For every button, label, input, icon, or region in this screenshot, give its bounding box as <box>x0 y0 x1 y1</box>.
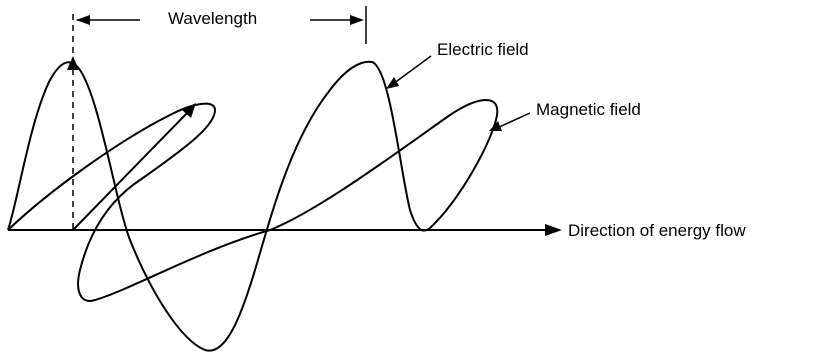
magnetic-leader-arrowhead <box>489 121 502 131</box>
energy-flow-arrowhead <box>545 224 562 236</box>
magnetic-vector-arrowhead <box>182 103 196 118</box>
electric-field-wave <box>7 60 431 352</box>
wavelength-left-arrowhead <box>76 15 90 25</box>
electric-leader-arrowhead <box>386 77 399 89</box>
direction-label: Direction of energy flow <box>568 221 746 240</box>
electric-field-label: Electric field <box>437 40 529 59</box>
wavelength-right-arrowhead <box>350 15 364 25</box>
magnetic-vector-line <box>72 109 191 231</box>
magnetic-leader-line <box>496 112 531 129</box>
wavelength-label: Wavelength <box>168 9 258 28</box>
peak-arrowhead <box>67 56 79 70</box>
electric-leader-line <box>392 55 432 85</box>
magnetic-field-label: Magnetic field <box>536 100 641 119</box>
magnetic-field-wave <box>7 99 499 302</box>
